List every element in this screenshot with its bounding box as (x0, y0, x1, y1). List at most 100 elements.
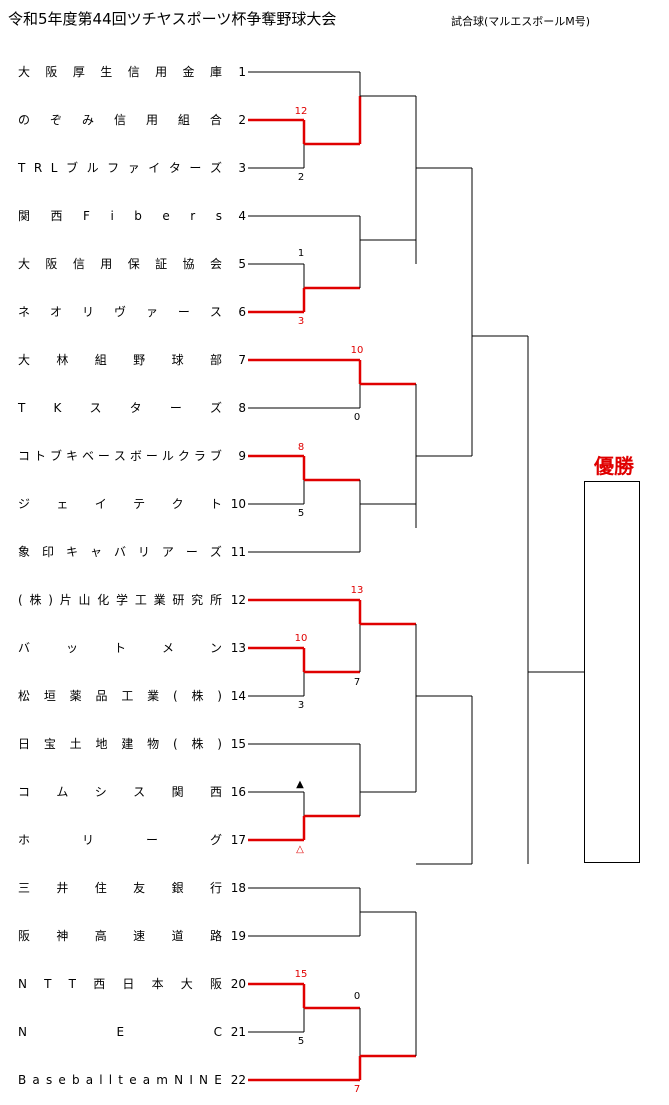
team-name-char: 松 (18, 689, 32, 703)
team-name-char: t (118, 1073, 125, 1087)
team-seed: 7 (238, 353, 246, 367)
team-name-char: ブ (66, 161, 80, 175)
team-name-char: ) (217, 737, 223, 751)
team-name-char: ヴ (113, 305, 127, 319)
team-name-char: ズ (209, 161, 223, 175)
team-name-char: ベ (81, 449, 95, 463)
team-name-char: ) (217, 689, 223, 703)
team-name-char: ム (56, 785, 70, 799)
team-seed: 20 (230, 977, 246, 991)
team-name-char: s (215, 209, 223, 223)
team-name-char: ボ (129, 449, 143, 463)
team-name-char: 建 (121, 737, 135, 751)
team-name: 象印キャバリアーズ (18, 544, 223, 560)
team-name-char: 大 (18, 257, 32, 271)
match-score: 13 (350, 585, 364, 596)
team-name-char: 行 (209, 881, 223, 895)
team-name-char: 工 (121, 689, 135, 703)
team-name: コトブキベースボールクラブ (18, 448, 223, 464)
match-score: 3 (297, 700, 305, 711)
team-name-char: C (213, 1025, 223, 1039)
match-score: 10 (294, 633, 308, 644)
team-seed: 21 (230, 1025, 246, 1039)
team-name-char: テ (133, 497, 147, 511)
team-name-char: 大 (180, 977, 194, 991)
team-name-char: ン (209, 641, 223, 655)
team-name-char: リ (81, 833, 95, 847)
team-name-char: ネ (18, 305, 32, 319)
team-name-char: 神 (56, 929, 70, 943)
team-name-char: ト (113, 641, 127, 655)
team-name-char: 薬 (69, 689, 83, 703)
team-name-char: B (18, 1073, 28, 1087)
team-name-char: 化 (97, 593, 111, 607)
team-name: (株)片山化学工業研究所 (18, 592, 223, 608)
team-name-char: リ (81, 305, 95, 319)
team-name-char: 大 (18, 353, 32, 367)
team-name-char: 道 (171, 929, 185, 943)
team-name-char: 印 (41, 545, 55, 559)
team-name-char: 工 (134, 593, 148, 607)
team-name-char: ト (209, 497, 223, 511)
team-seed: 4 (238, 209, 246, 223)
team-name-char: s (45, 1073, 54, 1087)
match-score: 12 (294, 106, 308, 117)
team-name-char: ク (171, 497, 185, 511)
champion-box (584, 481, 640, 863)
team-name: 大阪厚生信用金庫 (18, 64, 223, 80)
team-seed: 13 (230, 641, 246, 655)
team-name-char: 球 (171, 353, 185, 367)
champion-label: 優勝 (594, 454, 634, 478)
team-seed: 14 (230, 689, 246, 703)
team-name: ホリーグ (18, 832, 223, 848)
team-name-char: 信 (113, 113, 127, 127)
match-score: ▲ (296, 779, 304, 790)
team-name: 三井住友銀行 (18, 880, 223, 896)
team-name-char: ス (209, 305, 223, 319)
team-name-char: イ (148, 161, 162, 175)
team-name-char: 日 (18, 737, 32, 751)
team-seed: 9 (238, 449, 246, 463)
team-name-char: ー (145, 449, 159, 463)
team-name-char: 関 (18, 209, 32, 223)
team-name-char: バ (113, 545, 127, 559)
team-name-char: L (50, 161, 59, 175)
team-name-char: ( (172, 737, 179, 751)
team-seed: 12 (230, 593, 246, 607)
team-name-char: 業 (147, 689, 161, 703)
team-name-char: 住 (94, 881, 108, 895)
team-name-char: み (81, 113, 95, 127)
team-name-char: 金 (182, 65, 196, 79)
team-name-char: a (85, 1073, 95, 1087)
team-name-char: ラ (193, 449, 207, 463)
team-name-char: ァ (127, 161, 141, 175)
team-name-char: 西 (93, 977, 107, 991)
match-score: 7 (353, 1084, 361, 1095)
match-score: 7 (353, 677, 361, 688)
match-score: 10 (350, 345, 364, 356)
team-name-char: ( (172, 689, 179, 703)
team-seed: 10 (230, 497, 246, 511)
match-score: △ (296, 844, 304, 855)
team-seed: 22 (230, 1073, 246, 1087)
team-name-char: ー (189, 161, 203, 175)
team-name-char: 井 (56, 881, 70, 895)
team-name-char: 生 (100, 65, 114, 79)
team-name-char: 庫 (209, 65, 223, 79)
team-name-char: ス (113, 449, 127, 463)
team-name-char: T (68, 977, 78, 991)
team-name: コムシス関西 (18, 784, 223, 800)
team-seed: 6 (238, 305, 246, 319)
team-name-char: 厚 (72, 65, 86, 79)
team-name-char: e (129, 1073, 138, 1087)
team-name: 阪神高速道路 (18, 928, 223, 944)
team-name-char: 物 (147, 737, 161, 751)
team-seed: 3 (238, 161, 246, 175)
team-name-char: l (108, 1073, 114, 1087)
team-name-char: b (71, 1073, 81, 1087)
team-name-char: ェ (56, 497, 70, 511)
team-name-char: 地 (95, 737, 109, 751)
